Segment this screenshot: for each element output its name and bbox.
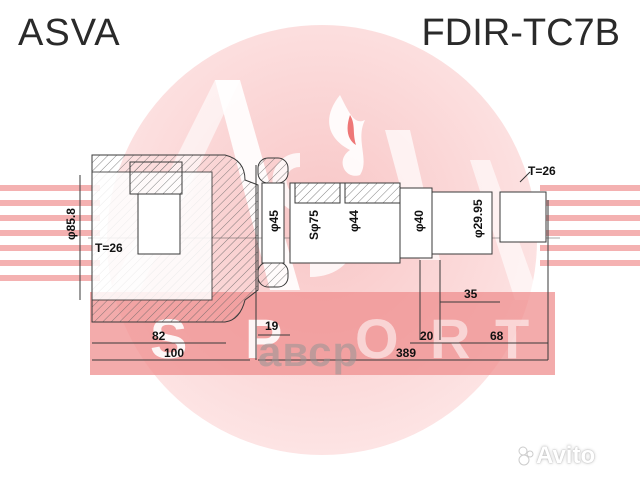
dim-100: 100 <box>164 346 184 360</box>
label-spline-outer: T=26 <box>528 164 556 178</box>
avito-logo-icon <box>518 446 534 466</box>
label-dia-45: φ45 <box>267 210 281 232</box>
dim-19: 19 <box>265 319 279 333</box>
svg-text:R: R <box>430 307 470 370</box>
svg-text:O: O <box>355 307 399 370</box>
brand-title: ASVA <box>18 12 121 54</box>
watermark-abcp: авср <box>258 328 360 375</box>
dim-20: 20 <box>420 329 434 343</box>
dim-35: 35 <box>464 287 478 301</box>
cv-joint-drawing <box>79 154 560 361</box>
label-dia-outer: φ85.8 <box>64 208 78 240</box>
label-dia-44: φ44 <box>347 210 361 232</box>
dim-82: 82 <box>152 329 166 343</box>
dim-389: 389 <box>396 346 416 360</box>
label-dia-sphere: Sφ75 <box>307 210 321 240</box>
label-spline-inner: T=26 <box>95 241 123 255</box>
dimension-labels: T=26 T=26 φ85.8 φ45 Sφ75 φ44 φ40 φ29.95 … <box>64 164 556 360</box>
dim-68: 68 <box>490 329 504 343</box>
label-dia-40: φ40 <box>412 210 426 232</box>
part-number: FDIR-TC7B <box>421 12 620 54</box>
watermark-avito: Avito <box>536 442 596 469</box>
label-dia-29: φ29.95 <box>471 199 485 238</box>
